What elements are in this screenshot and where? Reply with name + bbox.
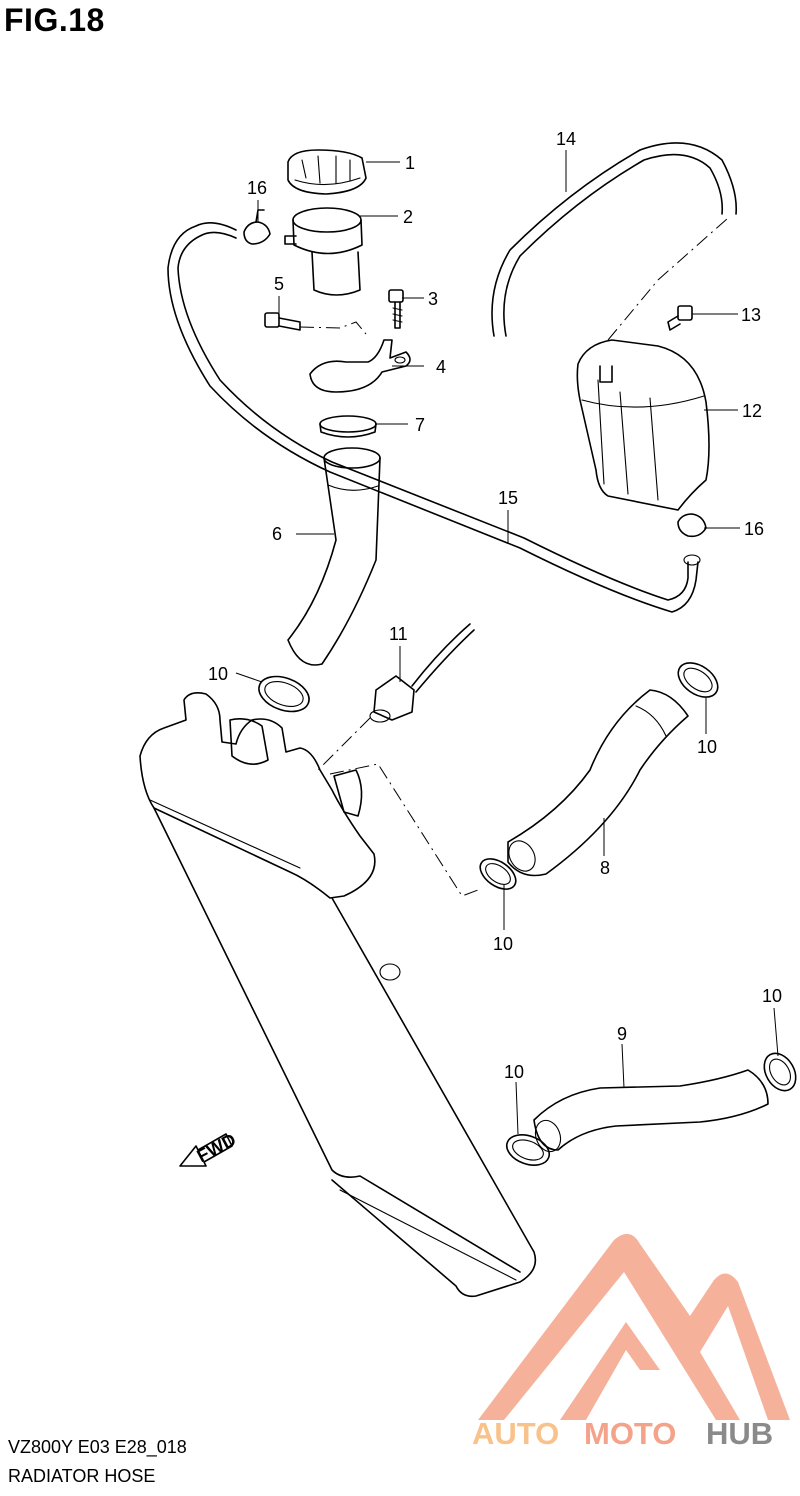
callout-10-a: 10 [208, 664, 228, 684]
logo-text-hub: HUB [706, 1416, 773, 1451]
callout-14: 14 [556, 129, 576, 149]
fwd-label: FWD [194, 1129, 240, 1166]
hose-clamp-10-c [479, 858, 517, 890]
callout-3: 3 [428, 289, 438, 309]
callout-13: 13 [741, 305, 761, 325]
callout-10-b: 10 [697, 737, 717, 757]
callout-5: 5 [274, 274, 284, 294]
bracket-4 [309, 339, 411, 393]
upper-hose-6 [287, 447, 381, 666]
hose-clamp-10-b [677, 662, 719, 698]
callout-2: 2 [403, 207, 413, 227]
hose-clip-16-lower [677, 513, 707, 566]
figure-title: FIG.18 [4, 2, 105, 38]
callout-labels: 1 2 3 4 5 6 7 8 9 10 10 10 10 10 10 11 1… [208, 129, 782, 1082]
callout-15: 15 [498, 488, 518, 508]
lower-hose-8 [507, 689, 689, 877]
logo-text-auto: AUTO [472, 1416, 559, 1451]
callout-10-e: 10 [762, 986, 782, 1006]
callout-10-c: 10 [493, 934, 513, 954]
section-name: RADIATOR HOSE [8, 1466, 156, 1486]
overflow-hose-15 [167, 222, 699, 613]
hose-clamp-7 [319, 415, 377, 438]
filler-neck [284, 207, 363, 296]
bolt-13 [667, 305, 693, 331]
bolt-5 [264, 312, 301, 331]
leader-lines [235, 150, 779, 1135]
callout-12: 12 [742, 401, 762, 421]
logo-text-moto: MOTO [584, 1416, 676, 1451]
fwd-arrow: FWD [179, 1129, 240, 1167]
callout-4: 4 [436, 357, 446, 377]
hose-clamp-10-e [763, 1052, 797, 1092]
callout-16-upper: 16 [247, 178, 267, 198]
radiator-body [139, 692, 537, 1298]
hose-clamp-10-d [505, 1134, 551, 1166]
callout-9: 9 [617, 1024, 627, 1044]
callout-16-lower: 16 [744, 519, 764, 539]
thermo-switch-11 [369, 623, 475, 723]
callout-8: 8 [600, 858, 610, 878]
callout-6: 6 [272, 524, 282, 544]
callout-11: 11 [389, 624, 408, 644]
callout-1: 1 [405, 153, 415, 173]
callout-7: 7 [415, 415, 425, 435]
screw-3 [388, 289, 404, 329]
lower-hose-9 [533, 1069, 769, 1153]
hose-clip-16-upper [243, 209, 271, 245]
reservoir-tank-12 [576, 339, 710, 511]
callout-10-d: 10 [504, 1062, 524, 1082]
radiator-cap [287, 149, 367, 195]
automotohub-watermark: AUTO MOTO HUB [472, 1233, 790, 1451]
hose-clamp-10-a [258, 675, 310, 713]
reservoir-hose-14 [491, 142, 738, 337]
model-code: VZ800Y E03 E28_018 [8, 1437, 187, 1457]
